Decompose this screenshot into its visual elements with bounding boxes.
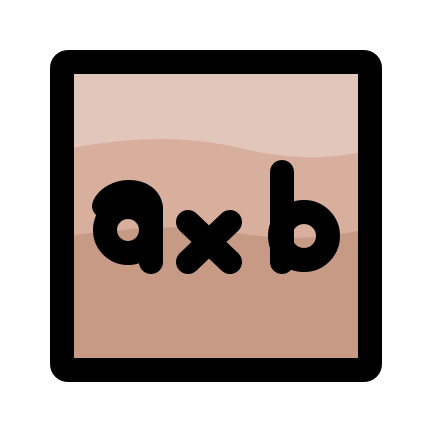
times-sign-glyph xyxy=(176,210,242,274)
box-outline xyxy=(50,50,382,382)
letter-a-glyph xyxy=(92,180,163,274)
letter-b-glyph xyxy=(268,160,340,274)
